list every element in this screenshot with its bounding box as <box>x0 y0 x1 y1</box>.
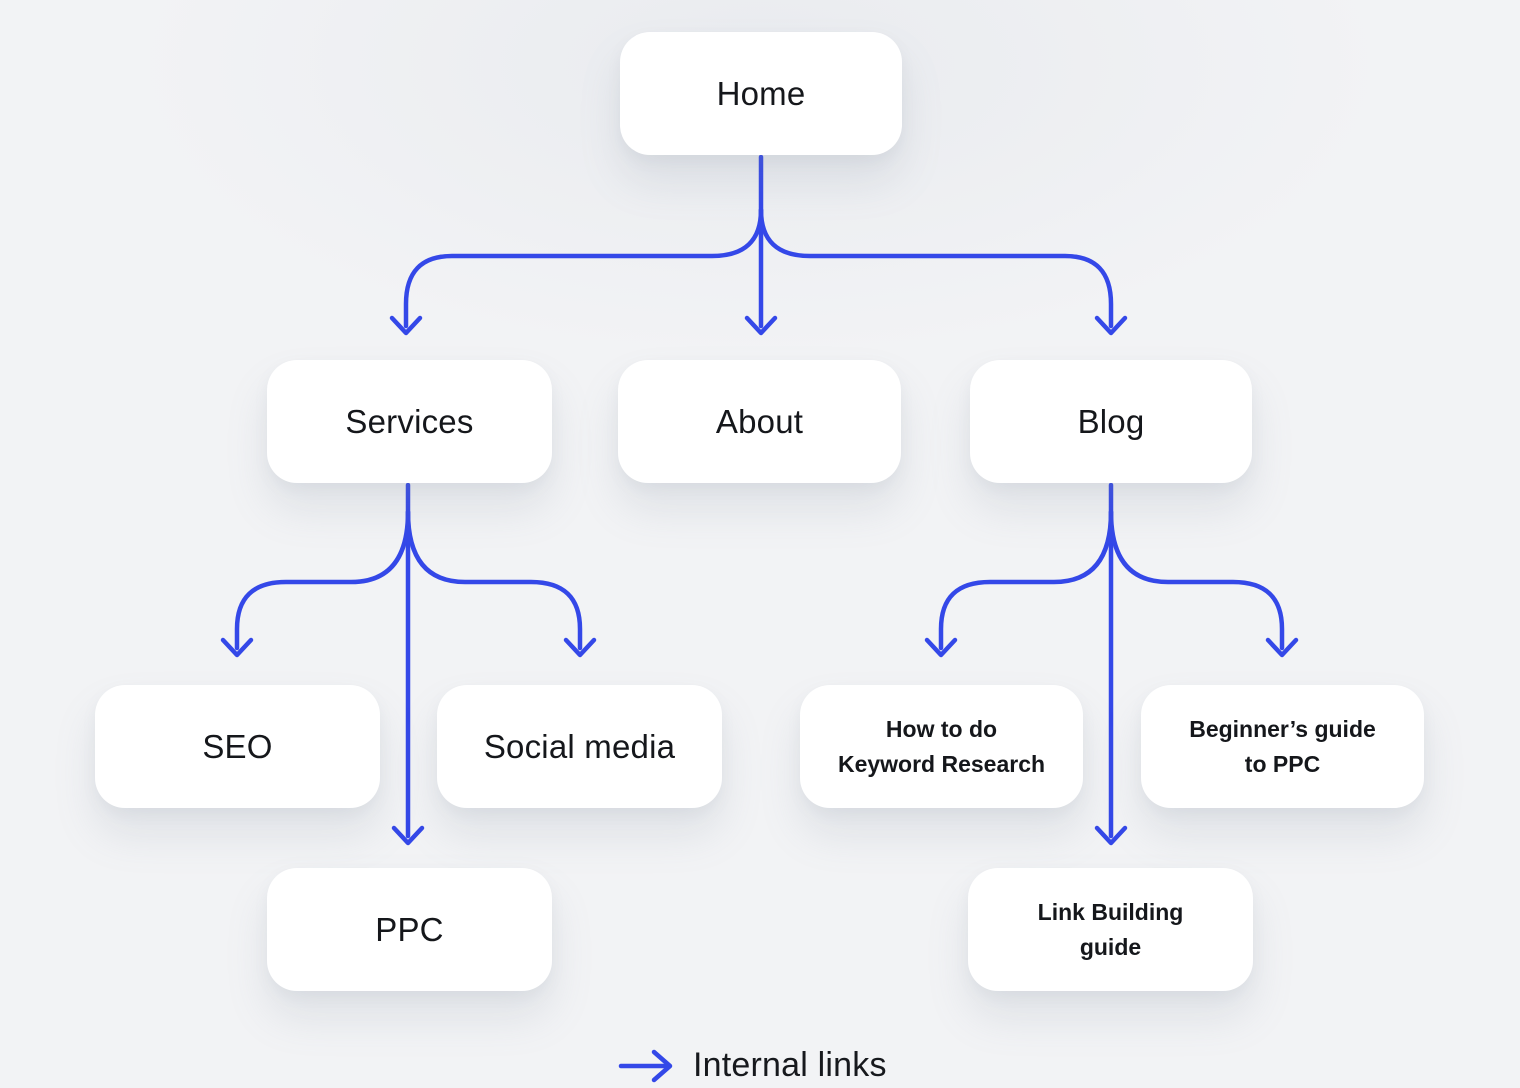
node-ppc-guide: Beginner’s guide to PPC <box>1141 685 1424 808</box>
edge-services-seo <box>220 509 411 658</box>
node-services: Services <box>267 360 552 483</box>
edge-services-social-media <box>405 509 597 658</box>
edge-services-ppc <box>391 482 425 846</box>
node-link-building: Link Building guide <box>968 868 1253 991</box>
node-ppc: PPC <box>267 868 552 991</box>
legend-label: Internal links <box>693 1046 887 1084</box>
node-social-media: Social media <box>437 685 722 808</box>
node-about: About <box>618 360 901 483</box>
edge-blog-link-building <box>1094 482 1128 846</box>
edge-home-about <box>744 154 778 336</box>
edge-home-services <box>389 207 764 336</box>
edge-home-blog <box>758 207 1128 336</box>
edge-blog-keyword-research <box>924 509 1114 658</box>
node-seo: SEO <box>95 685 380 808</box>
edge-blog-ppc-guide <box>1108 509 1299 658</box>
node-keyword-research: How to do Keyword Research <box>800 685 1083 808</box>
node-blog: Blog <box>970 360 1252 483</box>
node-home: Home <box>620 32 902 155</box>
internal-links-arrow-icon <box>618 1049 673 1083</box>
legend-internal-links: Internal links <box>693 1046 887 1085</box>
